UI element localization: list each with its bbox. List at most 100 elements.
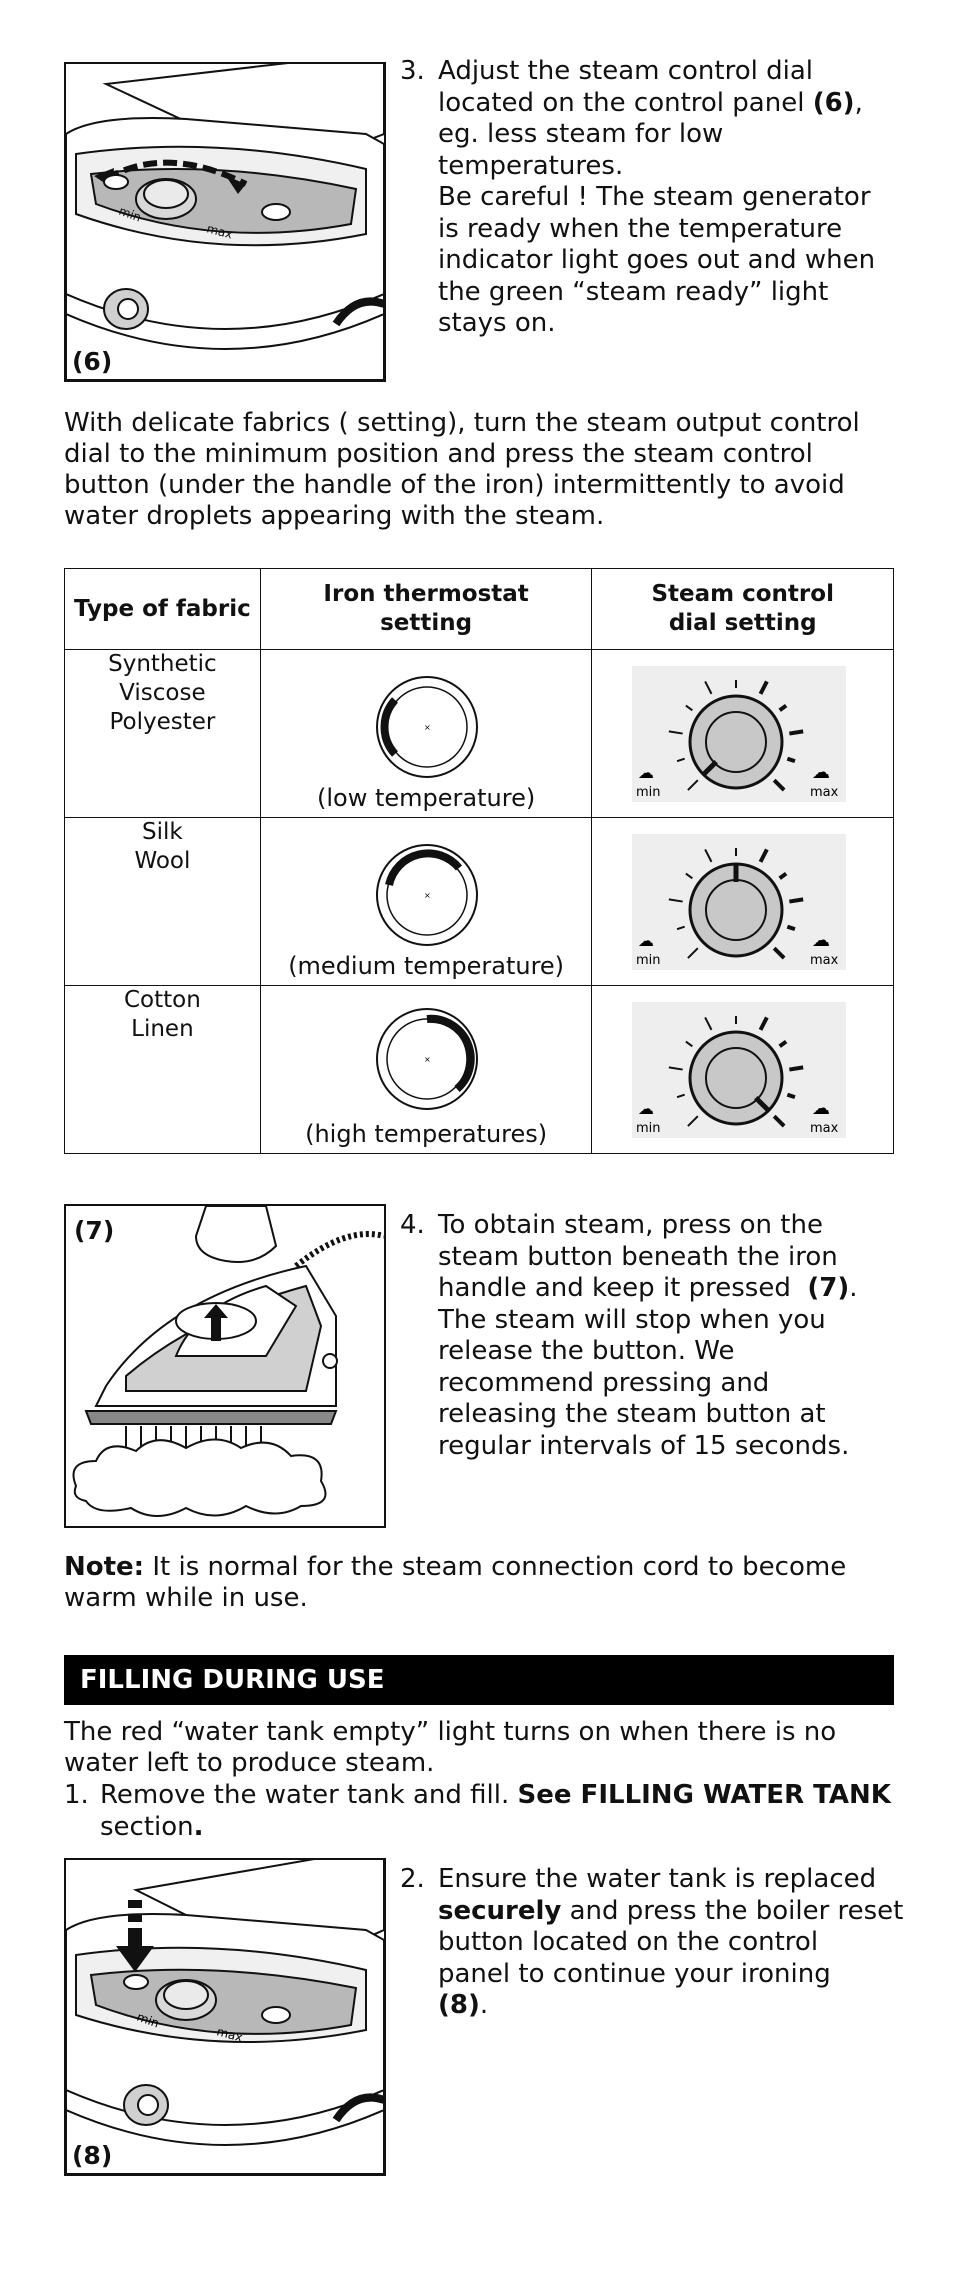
boiler-reset-illustration: min max — [66, 1860, 384, 2174]
step-4-line-6: recommend pressing and — [438, 1367, 770, 1398]
step-4-line-2: steam button beneath the iron — [438, 1241, 838, 1272]
step-3-line-2: located on the control panel — [438, 87, 805, 118]
thermostat-caption: (high temperatures) — [305, 1120, 548, 1148]
thermostat-dial-high: × — [375, 1008, 478, 1110]
dial-tick — [669, 898, 684, 903]
delicate-line-1: With delicate fabrics ( setting), turn t… — [64, 408, 860, 438]
dial-tick — [787, 1092, 797, 1100]
dial-tick — [773, 946, 786, 960]
filling-step-2-line-3: button located on the control — [438, 1927, 819, 1957]
filling-step-2-line-2: and press the boiler reset — [561, 1895, 904, 1926]
steam-dial-medium: min max ☁ ☁ — [632, 834, 847, 970]
note-paragraph: Note: It is normal for the steam connect… — [64, 1552, 924, 1614]
steam-high-icon: ☁ — [812, 930, 830, 951]
step-4-text: 4. To obtain steam, press on the steam b… — [400, 1210, 920, 1462]
filling-step-2-dot: . — [479, 1990, 489, 2020]
dial-tick — [677, 925, 686, 931]
dial-pointer — [754, 1096, 771, 1113]
dial-tick — [677, 1093, 686, 1099]
steam-dial-cell: min max ☁ ☁ — [591, 649, 894, 818]
dial-tick — [759, 1016, 770, 1031]
step-4-ref: (7) — [807, 1273, 850, 1303]
note-line-2: warm while in use. — [64, 1583, 308, 1613]
dial-tick — [759, 680, 770, 695]
dial-min-label: min — [636, 785, 661, 800]
figure-6-control-panel: min max (6) — [64, 62, 386, 382]
thermostat-cell: × (medium temperature) — [259, 817, 593, 986]
table-row: Synthetic Viscose Polyester × (low tempe… — [64, 649, 894, 818]
filling-step-1-text: Remove the water tank and fill. — [100, 1780, 510, 1810]
figure-7-label: (7) — [74, 1216, 115, 1245]
steam-high-icon: ☁ — [812, 762, 830, 783]
filling-step-2-bold: securely — [438, 1895, 562, 1926]
note-line-1: It is normal for the steam connection co… — [144, 1552, 847, 1582]
step-3-line-8: the green “steam ready” light — [438, 276, 829, 307]
fabric-cell: Silk Wool — [64, 817, 261, 986]
dial-tick — [787, 756, 797, 764]
filling-step-2-ref: (8) — [438, 1990, 480, 2020]
filling-step-1-line-2: section — [100, 1811, 194, 1842]
delicate-line-4: water droplets appearing with the steam. — [64, 501, 605, 531]
step-4-line-5: release the button. We — [438, 1336, 735, 1366]
dial-tick — [704, 680, 713, 695]
step-3-line-7: indicator light goes out and when — [438, 245, 876, 275]
dial-tick — [685, 704, 694, 712]
step-3-line-6: is ready when the temperature — [438, 213, 843, 244]
svg-text:×: × — [424, 723, 431, 732]
steam-low-icon: ☁ — [638, 931, 654, 950]
dial-tick — [773, 778, 786, 792]
dial-min-label: min — [636, 1121, 661, 1136]
steam-low-icon: ☁ — [638, 763, 654, 782]
header-fabric: Type of fabric — [64, 568, 261, 650]
step-4-line-1: To obtain steam, press on the — [438, 1210, 823, 1240]
step-4-line-4: The steam will stop when you — [438, 1304, 826, 1335]
delicate-fabrics-paragraph: With delicate fabrics ( setting), turn t… — [64, 408, 924, 532]
step-4-line-3-tail: . — [849, 1273, 858, 1303]
dial-tick — [669, 1066, 684, 1071]
delicate-line-3: button (under the handle of the iron) in… — [64, 470, 845, 500]
dial-tick — [677, 757, 686, 763]
thermostat-dial-medium: × — [375, 844, 478, 946]
figure-8-boiler-reset: min max (8) — [64, 1858, 386, 2176]
dial-tick — [687, 947, 699, 959]
step-3-ref: (6) — [812, 87, 855, 118]
thermostat-caption: (low temperature) — [317, 784, 536, 812]
dial-tick — [685, 1040, 694, 1048]
filling-step-2-number: 2. — [400, 1864, 425, 1894]
thermostat-caption: (medium temperature) — [288, 952, 565, 980]
filling-step-1-bold: See FILLING WATER TANK — [517, 1780, 891, 1810]
note-label: Note: — [64, 1552, 145, 1582]
step-4-line-7: releasing the steam button at — [438, 1399, 826, 1429]
step-3-number: 3. — [400, 56, 425, 86]
dial-tick — [685, 872, 694, 880]
delicate-line-2: dial to the minimum position and press t… — [64, 439, 813, 469]
step-4-line-3: handle and keep it pressed — [438, 1273, 791, 1303]
svg-text:×: × — [424, 891, 431, 900]
step-4-line-8: regular intervals of 15 seconds. — [438, 1430, 850, 1461]
filling-step-2-line-1: Ensure the water tank is replaced — [438, 1864, 877, 1894]
filling-intro-line-2: water left to produce steam. — [64, 1748, 435, 1778]
dial-tick — [787, 924, 797, 932]
step-3-line-9: stays on. — [438, 308, 556, 338]
dial-tick — [704, 848, 713, 863]
steam-dial-low: min max ☁ ☁ — [632, 666, 847, 802]
filling-step-1-dot: . — [193, 1811, 204, 1842]
filling-intro-line-1: The red “water tank empty” light turns o… — [64, 1717, 837, 1747]
filling-intro: The red “water tank empty” light turns o… — [64, 1717, 944, 1779]
filling-step-2-line-4: panel to continue your ironing — [438, 1958, 831, 1989]
step-3-line-3: eg. less steam for low — [438, 119, 724, 149]
steam-generator-illustration: min max — [66, 64, 384, 380]
dial-tick — [789, 729, 804, 736]
dial-tick — [778, 703, 788, 712]
dial-max-label: max — [810, 953, 839, 968]
step-3-line-2-tail: , — [854, 87, 863, 118]
steam-low-icon: ☁ — [638, 1099, 654, 1118]
steam-dial-cell: min max ☁ ☁ — [591, 985, 894, 1154]
step-3-text: 3. Adjust the steam control dial located… — [400, 56, 900, 340]
dial-tick — [687, 1115, 699, 1127]
dial-tick — [704, 1016, 713, 1031]
fabric-cell: Synthetic Viscose Polyester — [64, 649, 261, 818]
filling-step-2: 2. Ensure the water tank is replaced sec… — [400, 1864, 920, 2022]
step-3-line-4: temperatures. — [438, 150, 624, 181]
step-3-line-5: Be careful ! The steam generator — [438, 182, 871, 212]
